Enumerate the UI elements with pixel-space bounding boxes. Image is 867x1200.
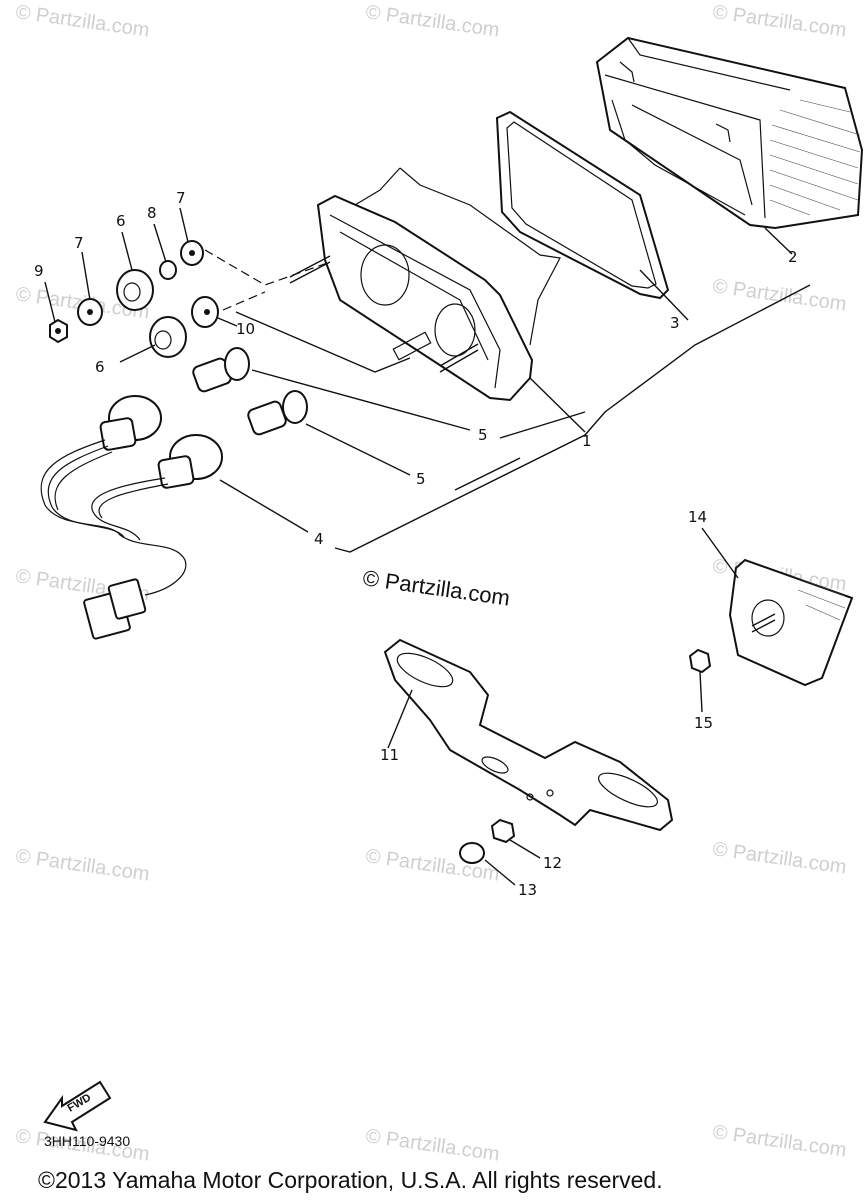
part-bracket [383, 638, 674, 832]
watermark: © Partzilla.com [711, 1, 848, 42]
callout-5-lower: 5 [416, 470, 426, 488]
watermark: © Partzilla.com [14, 845, 151, 886]
part-nut [49, 318, 68, 344]
watermark: © Partzilla.com [364, 1125, 501, 1166]
assembly-dashed-lines [204, 249, 331, 311]
callout-4: 4 [314, 530, 324, 548]
part-washer-10 [191, 296, 219, 328]
part-lens-cover [595, 36, 864, 230]
part-nut-15 [688, 648, 712, 674]
callout-15: 15 [694, 714, 713, 732]
callout-9: 9 [34, 262, 44, 280]
part-grommet-lower [149, 316, 187, 358]
part-washer-left [77, 298, 103, 326]
callout-13: 13 [518, 881, 537, 899]
watermark: © Partzilla.com [711, 1121, 848, 1162]
callout-11: 11 [380, 746, 399, 764]
callout-2: 2 [788, 248, 798, 266]
part-license-light [728, 558, 854, 687]
callout-8: 8 [147, 204, 157, 222]
part-washer-right [180, 240, 204, 266]
callout-6-upper: 6 [116, 212, 126, 230]
part-gasket [495, 110, 670, 300]
part-grommet-upper [116, 269, 154, 311]
diagram-code: 3HH110-9430 [44, 1133, 130, 1149]
center-watermark: © Partzilla.com [361, 565, 511, 610]
callout-6-lower: 6 [95, 358, 105, 376]
watermark: © Partzilla.com [14, 1, 151, 42]
callout-10: 10 [236, 320, 255, 338]
callout-5-upper: 5 [478, 426, 488, 444]
copyright-notice: ©2013 Yamaha Motor Corporation, U.S.A. A… [38, 1167, 663, 1193]
fwd-arrow-icon: FWD [43, 1080, 112, 1132]
watermark: © Partzilla.com [711, 275, 848, 316]
part-nut-12 [490, 818, 516, 844]
callout-12: 12 [543, 854, 562, 872]
watermark: © Partzilla.com [364, 1, 501, 42]
part-bulb-lower [247, 390, 308, 436]
callout-14: 14 [688, 508, 707, 526]
part-bulb-upper [192, 347, 250, 393]
part-socket-harness [40, 395, 223, 640]
callout-3: 3 [670, 314, 680, 332]
callout-7-right: 7 [176, 189, 186, 207]
callout-1: 1 [582, 432, 592, 450]
watermark: © Partzilla.com [711, 838, 848, 879]
part-cap-13 [459, 842, 485, 864]
callout-7-left: 7 [74, 234, 84, 252]
leader-lines [44, 207, 811, 886]
part-collar [159, 260, 177, 280]
callout-labels: 9 7 6 8 7 10 6 5 5 4 1 3 2 14 15 11 12 1… [34, 189, 798, 899]
